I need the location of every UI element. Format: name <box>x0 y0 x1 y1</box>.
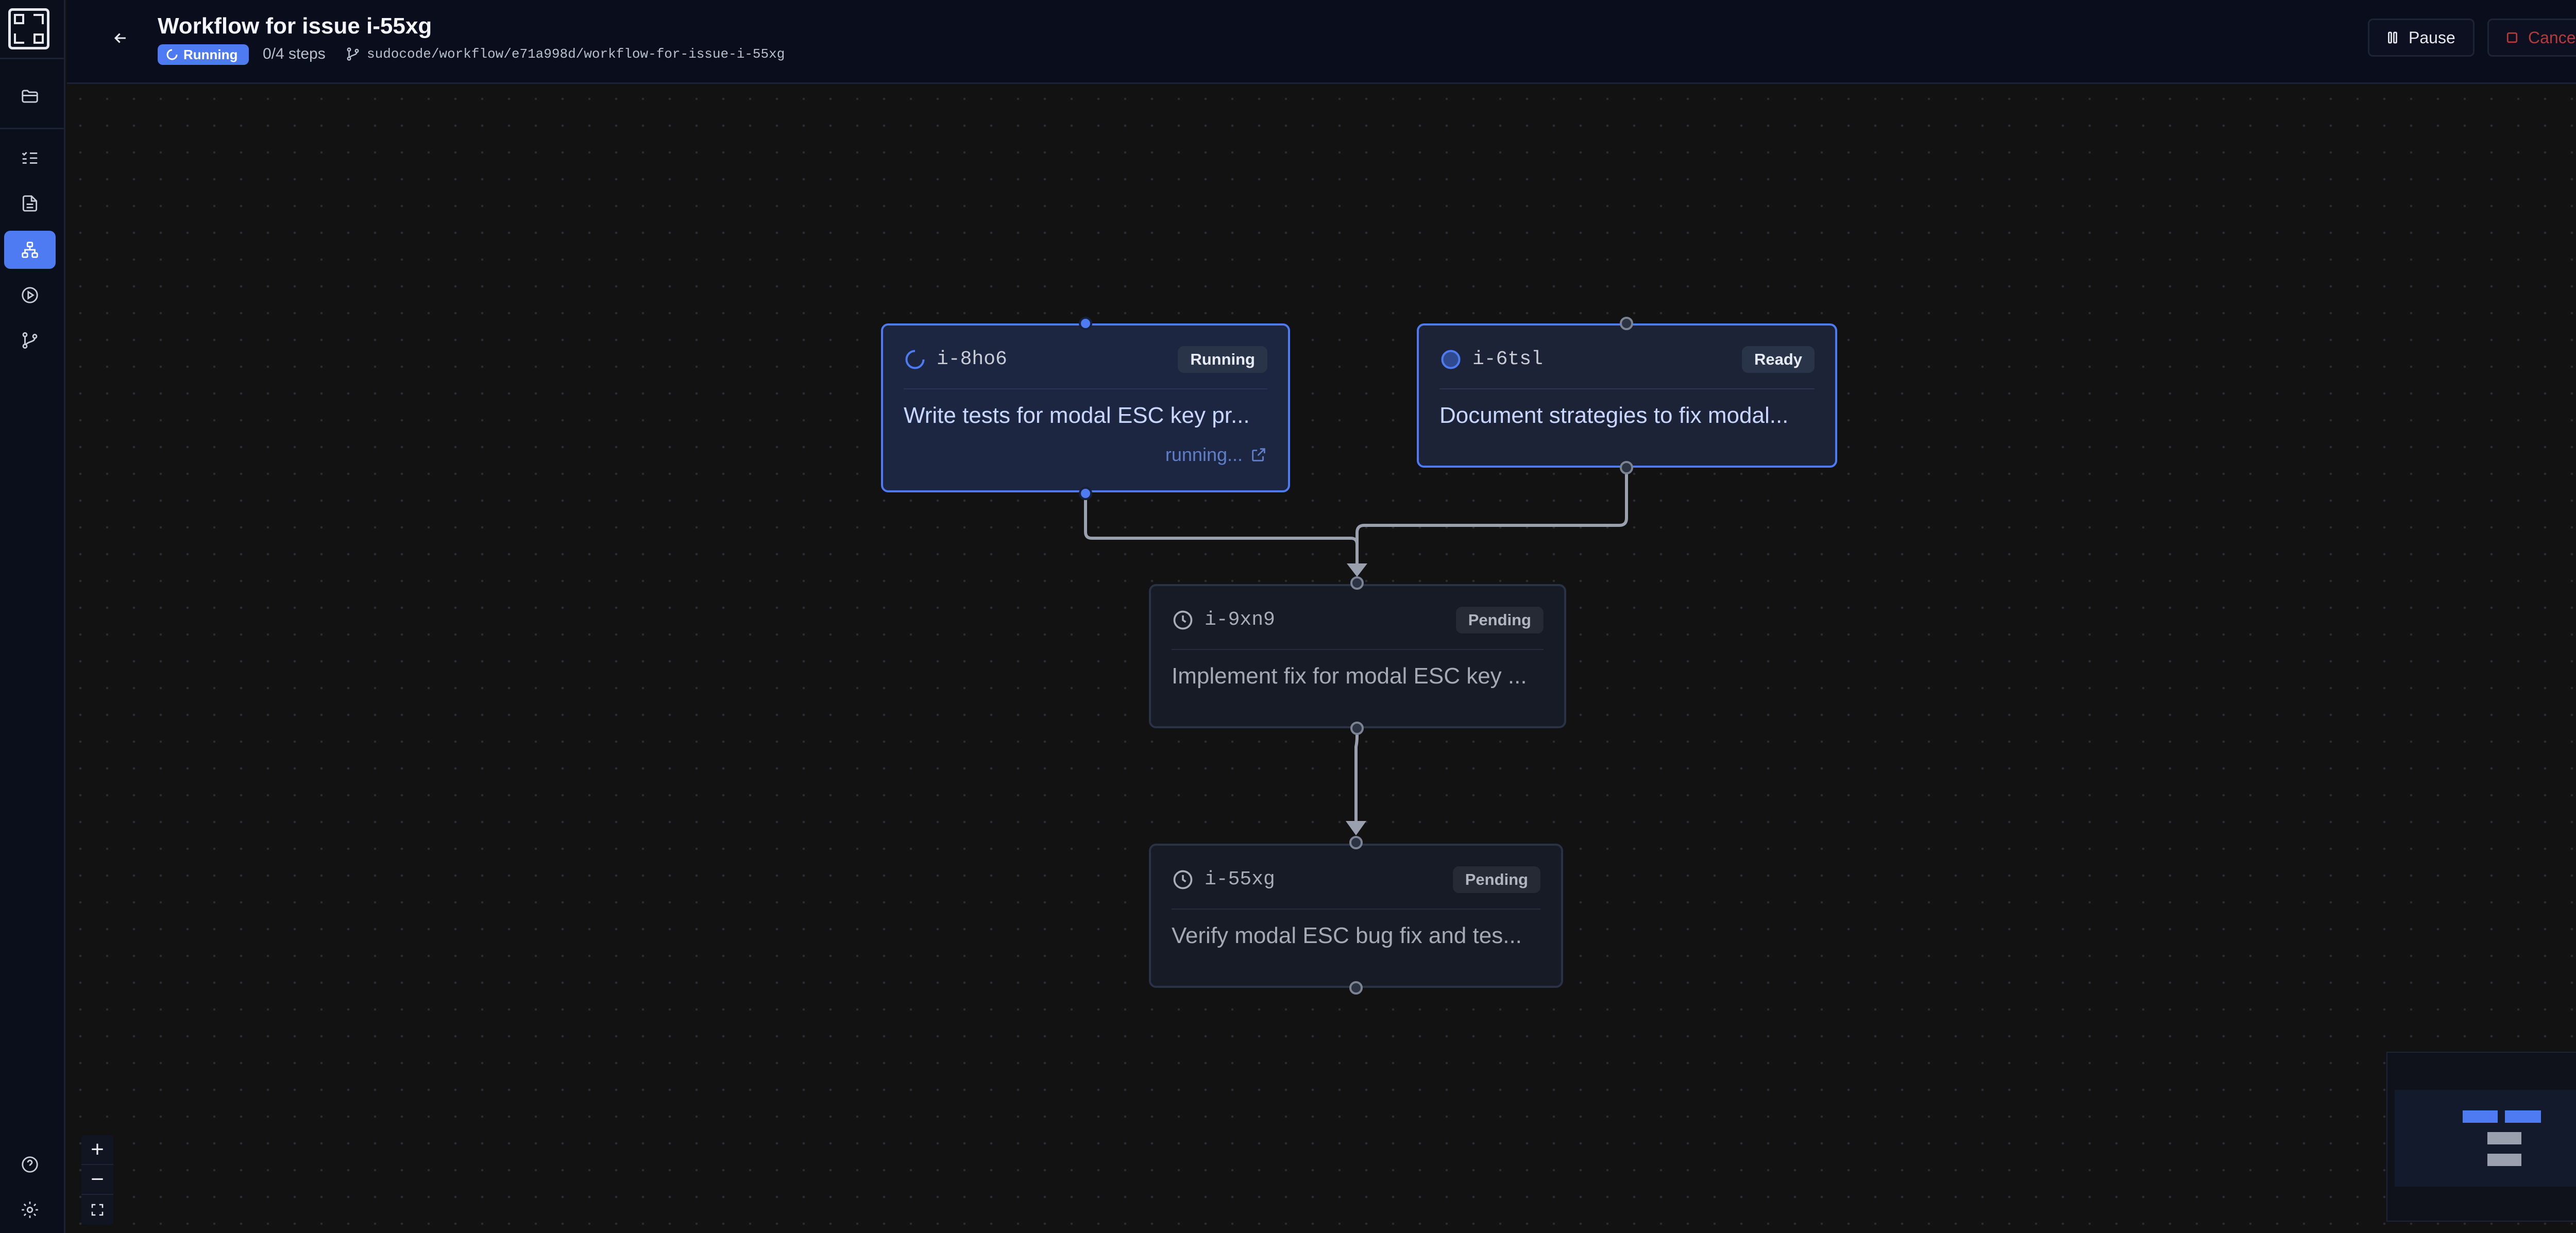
pause-button[interactable]: Pause <box>2368 19 2475 57</box>
sidebar-item-worktrees[interactable] <box>4 321 56 359</box>
minimap-node <box>2487 1132 2521 1144</box>
node-input-handle[interactable] <box>1620 317 1633 330</box>
logo-cell <box>33 33 44 44</box>
circle-icon <box>1441 350 1461 369</box>
minimap[interactable] <box>2386 1052 2576 1222</box>
branch-name: sudocode/workflow/e71a998d/workflow-for-… <box>367 46 785 62</box>
execution-link[interactable]: running... <box>1165 444 1267 466</box>
minimap-viewport[interactable] <box>2395 1090 2576 1187</box>
help-circle-icon <box>22 1156 38 1173</box>
node-output-handle[interactable] <box>1079 487 1092 500</box>
cancel-button-label: Cancel <box>2528 28 2576 47</box>
fit-view-icon <box>91 1204 104 1216</box>
node-title: Write tests for modal ESC key pr... <box>904 403 1250 428</box>
node-status-badge: Pending <box>1455 607 1544 633</box>
sidebar-item-issues[interactable] <box>4 139 56 177</box>
sidebar-item-settings[interactable] <box>4 1191 56 1229</box>
zoom-controls: + − <box>81 1135 113 1225</box>
gear-icon <box>22 1202 38 1218</box>
node-divider <box>1439 388 1815 389</box>
execution-status-text: running... <box>1165 444 1243 465</box>
workflow-node-i-9xn9[interactable]: i-9xn9 Pending Implement fix for modal E… <box>1149 584 1566 728</box>
workflow-node-i-6tsl[interactable]: i-6tsl Ready Document strategies to fix … <box>1417 323 1837 468</box>
pause-icon <box>2388 31 2397 44</box>
node-output-handle[interactable] <box>1350 722 1364 735</box>
node-input-handle[interactable] <box>1350 576 1364 590</box>
node-id: i-6tsl <box>1472 348 1543 370</box>
logo-cell <box>14 33 24 44</box>
spinner-icon <box>905 350 925 369</box>
node-title: Document strategies to fix modal... <box>1439 403 1789 428</box>
pause-button-label: Pause <box>2409 28 2455 47</box>
sidebar-item-folder[interactable] <box>4 77 56 115</box>
status-badge-label: Running <box>183 46 238 62</box>
workflow-icon <box>22 242 38 258</box>
list-checks-icon <box>22 151 38 164</box>
node-status-badge: Running <box>1178 346 1267 373</box>
sidebar-item-executions[interactable] <box>4 276 56 314</box>
workflow-node-i-55xg[interactable]: i-55xg Pending Verify modal ESC bug fix … <box>1149 844 1563 988</box>
node-divider <box>1172 649 1544 650</box>
fit-view-button[interactable] <box>81 1195 113 1225</box>
arrow-left-icon <box>114 33 126 43</box>
status-badge: Running <box>158 44 249 65</box>
node-status-badge: Ready <box>1741 346 1815 373</box>
folder-icon <box>22 90 38 103</box>
cancel-button[interactable]: Cancel <box>2487 19 2576 57</box>
spinner-icon <box>166 49 178 60</box>
node-input-handle[interactable] <box>1349 836 1363 849</box>
step-count: 0/4 steps <box>263 45 326 62</box>
workflow-node-i-8ho6[interactable]: i-8ho6 Running Write tests for modal ESC… <box>881 323 1290 492</box>
app-logo[interactable] <box>8 8 49 49</box>
file-text-icon <box>22 195 38 212</box>
play-circle-icon <box>22 287 38 303</box>
zoom-in-button[interactable]: + <box>81 1135 113 1165</box>
page-header: Workflow for issue i-55xg Running 0/4 st… <box>67 0 2576 84</box>
minimap-node <box>2487 1154 2521 1166</box>
sidebar <box>0 0 65 1233</box>
page-title: Workflow for issue i-55xg <box>158 13 432 39</box>
clock-icon <box>1173 610 1193 630</box>
node-title: Implement fix for modal ESC key ... <box>1172 663 1527 689</box>
logo-cell <box>33 14 44 24</box>
logo-cell <box>14 14 24 24</box>
zoom-out-button[interactable]: − <box>81 1165 113 1195</box>
git-branch-icon <box>22 332 38 349</box>
minimap-node <box>2463 1110 2498 1123</box>
workflow-canvas[interactable] <box>67 85 2576 1233</box>
node-id: i-8ho6 <box>937 348 1007 370</box>
node-id: i-55xg <box>1205 868 1275 890</box>
sidebar-item-help[interactable] <box>4 1145 56 1184</box>
node-status-badge: Pending <box>1452 866 1540 893</box>
node-output-handle[interactable] <box>1620 461 1633 474</box>
node-output-handle[interactable] <box>1349 981 1363 995</box>
clock-icon <box>1173 870 1193 889</box>
node-input-handle[interactable] <box>1079 317 1092 330</box>
stop-icon <box>2506 32 2518 43</box>
node-divider <box>1172 909 1540 910</box>
node-id: i-9xn9 <box>1205 609 1275 631</box>
sidebar-divider <box>0 128 65 129</box>
sidebar-item-workflows[interactable] <box>4 231 56 269</box>
git-branch-icon <box>347 47 359 61</box>
sidebar-item-specs[interactable] <box>4 184 56 222</box>
node-divider <box>904 388 1267 389</box>
external-link-icon <box>1252 448 1265 461</box>
sidebar-divider <box>0 58 65 59</box>
node-title: Verify modal ESC bug fix and tes... <box>1172 923 1522 948</box>
back-button[interactable] <box>104 22 137 55</box>
minimap-node <box>2505 1110 2541 1123</box>
